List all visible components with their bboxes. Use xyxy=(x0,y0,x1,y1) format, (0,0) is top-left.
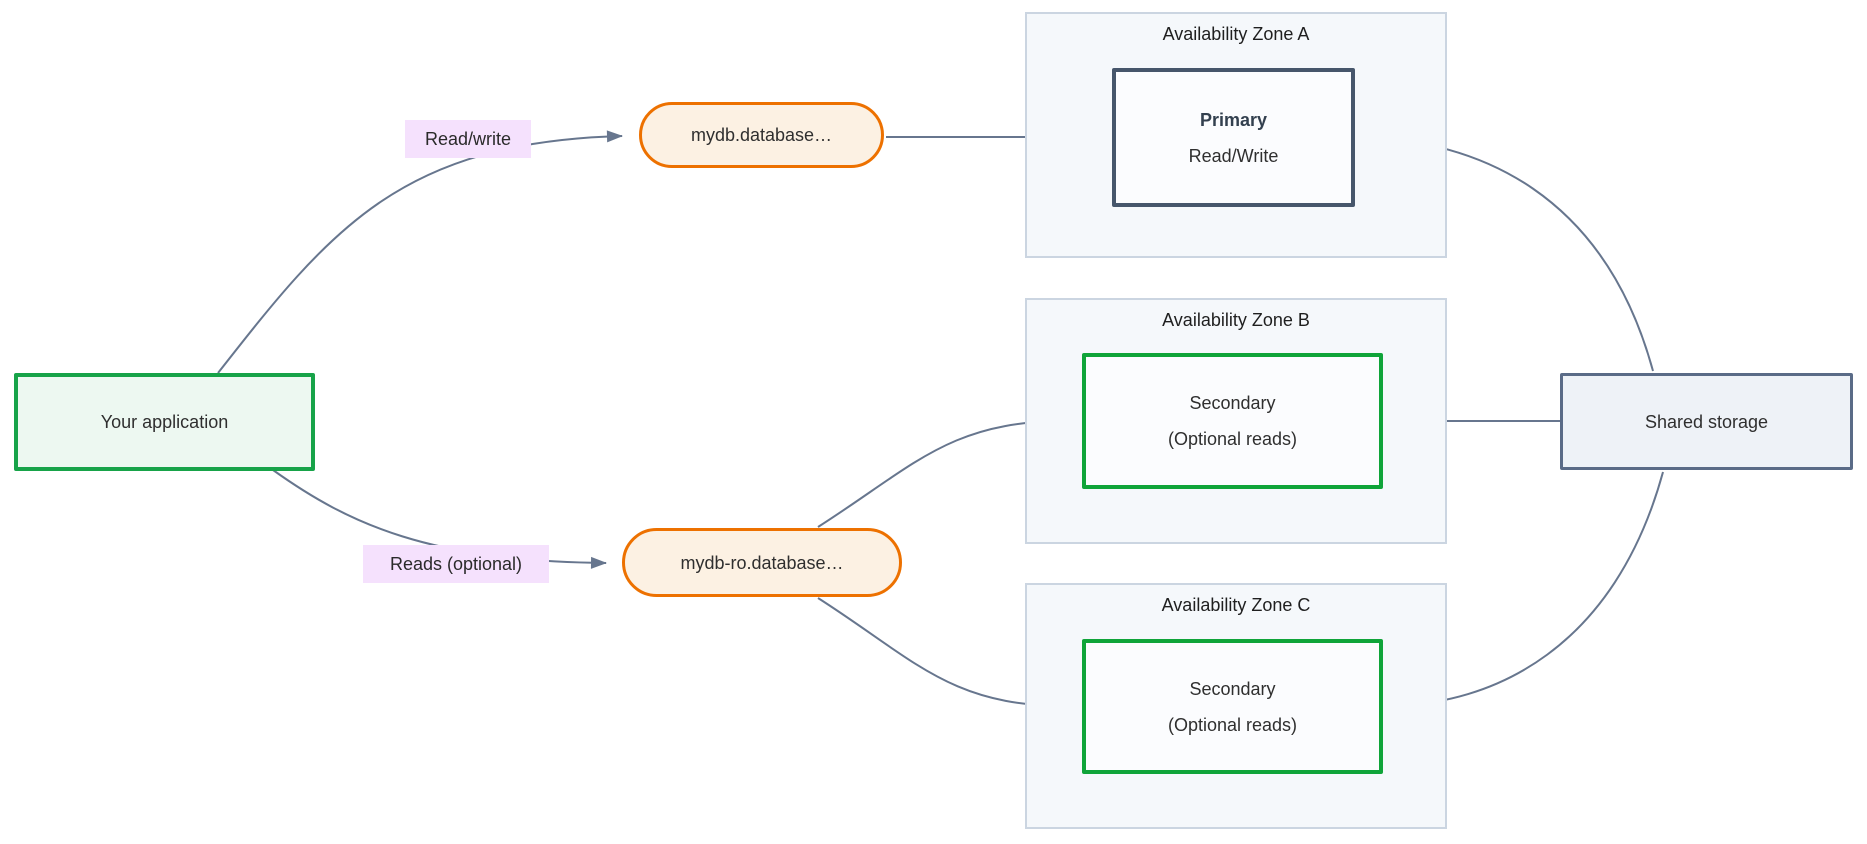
reader-endpoint-label: mydb-ro.database… xyxy=(680,552,844,573)
read-write-edge-label-text: Read/write xyxy=(424,128,512,149)
writer-endpoint-label: mydb.database… xyxy=(690,125,833,145)
primary-instance-node: Primary Read/Write xyxy=(1112,68,1355,207)
secondary-instance-node-c: Secondary (Optional reads) xyxy=(1082,639,1383,774)
primary-instance-subtitle: Read/Write xyxy=(1188,145,1279,166)
secondary-instance-node-b: Secondary (Optional reads) xyxy=(1082,353,1383,489)
your-application-label: Your application xyxy=(100,412,229,432)
availability-zone-b-title: Availability Zone B xyxy=(1162,310,1310,330)
edge-app-to-writer-endpoint xyxy=(217,130,623,374)
availability-zone-a-title: Availability Zone A xyxy=(1162,24,1310,44)
secondary-c-subtitle: (Optional reads) xyxy=(1167,714,1298,735)
shared-storage-node: Shared storage xyxy=(1560,373,1853,470)
primary-instance-title: Primary xyxy=(1199,109,1268,130)
shared-storage-label: Shared storage xyxy=(1644,411,1769,432)
reads-optional-edge-label-text: Reads (optional) xyxy=(389,553,523,574)
secondary-c-title: Secondary xyxy=(1189,678,1276,699)
your-application-node: Your application xyxy=(14,373,315,471)
secondary-b-subtitle: (Optional reads) xyxy=(1167,429,1298,449)
read-write-edge-label: Read/write xyxy=(405,120,531,158)
availability-zone-c-title: Availability Zone C xyxy=(1161,595,1311,615)
reader-endpoint-node: mydb-ro.database… xyxy=(622,528,902,597)
writer-endpoint-node: mydb.database… xyxy=(639,102,884,168)
reads-optional-edge-label: Reads (optional) xyxy=(363,545,549,583)
secondary-b-title: Secondary xyxy=(1189,393,1276,413)
availability-zone-a: Availability Zone A xyxy=(1025,12,1447,258)
